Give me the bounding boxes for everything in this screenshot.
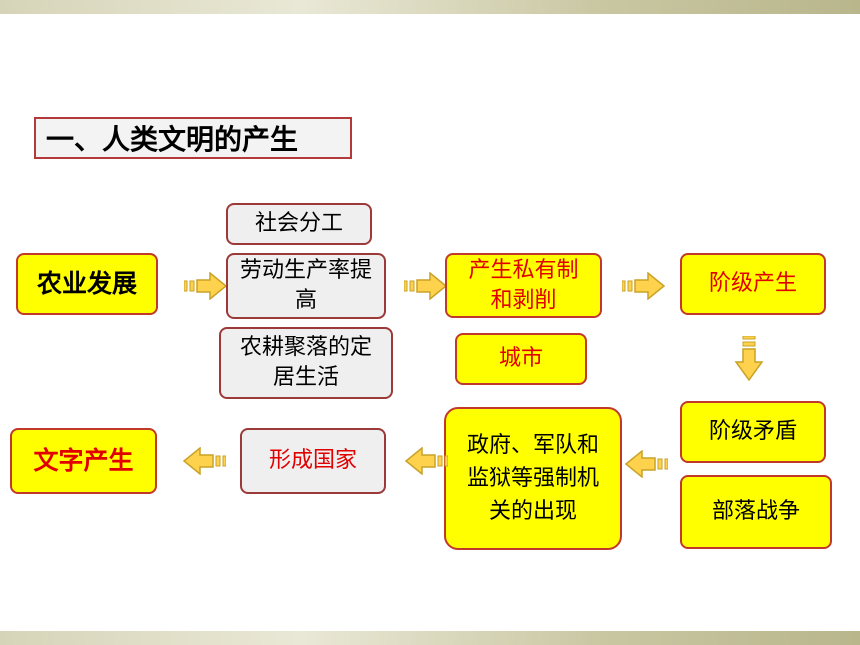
arrow-right-icon (184, 272, 228, 300)
arrow-left-icon (182, 447, 226, 475)
node-agriculture-label: 农业发展 (36, 269, 137, 299)
node-productivity-label: 劳动生产率提高 (240, 258, 373, 313)
arrow-down-icon (734, 336, 764, 382)
node-state-formation-label: 形成国家 (268, 448, 357, 474)
node-settlement: 农耕聚落的定居生活 (219, 327, 393, 399)
node-agriculture: 农业发展 (16, 253, 158, 315)
node-tribal-war: 部落战争 (680, 475, 832, 549)
node-city: 城市 (455, 333, 587, 385)
section-title: 一、人类文明的产生 (34, 117, 352, 159)
node-writing-label: 文字产生 (33, 446, 134, 476)
node-private-property: 产生私有制和剥削 (445, 253, 602, 318)
arrow-left-icon (404, 447, 448, 475)
node-private-property-label: 产生私有制和剥削 (468, 257, 579, 313)
node-class-conflict-label: 阶级矛盾 (708, 419, 797, 445)
node-class-conflict: 阶级矛盾 (680, 401, 826, 463)
node-settlement-label: 农耕聚落的定居生活 (239, 335, 372, 390)
arrow-left-icon (624, 450, 668, 478)
node-class-emergence: 阶级产生 (680, 253, 826, 315)
node-class-emergence-label: 阶级产生 (708, 271, 797, 297)
node-state-formation: 形成国家 (240, 428, 386, 494)
arrow-right-icon (404, 272, 448, 300)
node-division-of-labor: 社会分工 (226, 203, 372, 245)
node-productivity: 劳动生产率提高 (226, 253, 386, 319)
node-state-organs-label: 政府、军队和监狱等强制机关的出现 (466, 433, 599, 524)
node-state-organs: 政府、军队和监狱等强制机关的出现 (444, 407, 622, 550)
node-city-label: 城市 (498, 346, 543, 372)
arrow-right-icon (622, 272, 666, 300)
bottom-decorative-band (0, 631, 860, 645)
node-division-of-labor-label: 社会分工 (254, 211, 343, 237)
top-decorative-band (0, 0, 860, 14)
node-writing: 文字产生 (10, 428, 157, 494)
node-tribal-war-label: 部落战争 (711, 499, 800, 525)
